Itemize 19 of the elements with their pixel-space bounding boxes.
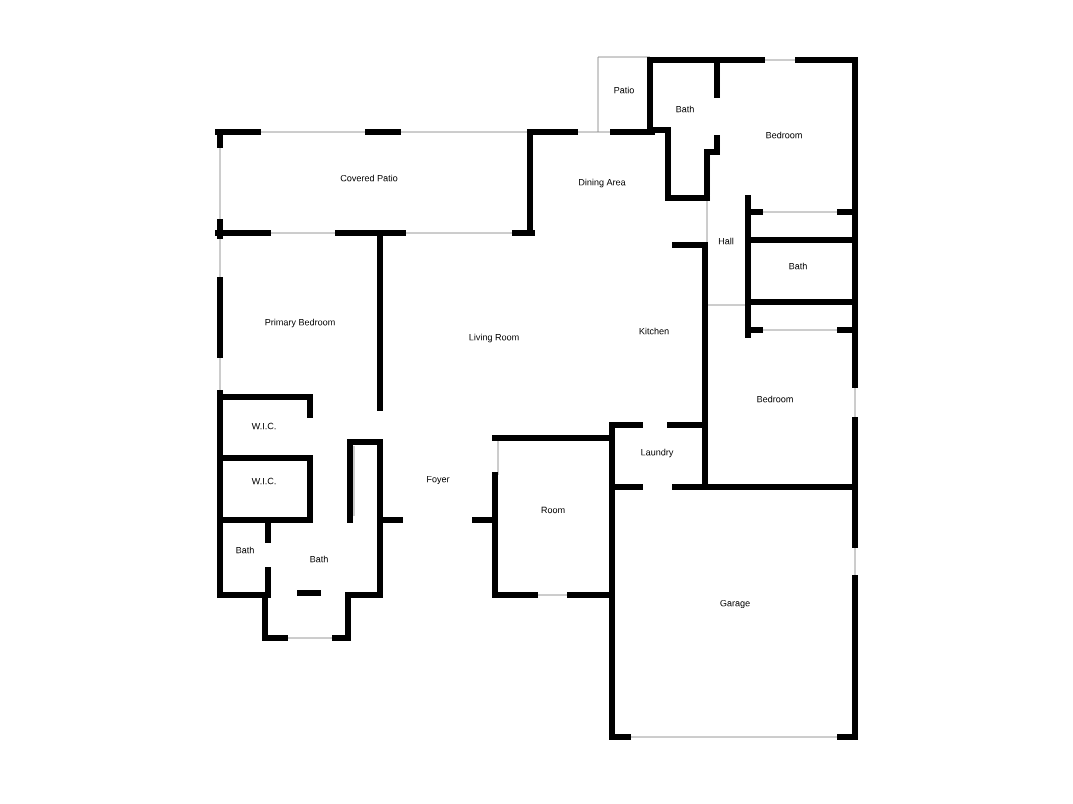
room-label: Dining Area — [579, 178, 626, 188]
room-label: Bedroom — [757, 395, 793, 403]
room-label: Hall — [718, 237, 734, 245]
room-label: Living Room — [469, 333, 519, 343]
room-label: Foyer — [427, 475, 450, 485]
room-label: Bath — [236, 546, 254, 554]
room-label: Garage — [720, 599, 750, 609]
room-label: Bath — [676, 105, 694, 113]
room-label: Primary Bedroom — [265, 318, 335, 328]
room-label: Bath — [310, 555, 328, 563]
room-label: W.I.C. — [251, 422, 276, 430]
room-label: Kitchen — [639, 327, 669, 335]
room-label: Patio — [614, 86, 634, 94]
room-label: Laundry — [641, 448, 674, 458]
room-label: W.I.C. — [251, 477, 276, 485]
room-label: Bath — [789, 262, 807, 270]
room-label: Room — [541, 506, 565, 514]
room-label: Covered Patio — [340, 174, 398, 182]
room-label: Bedroom — [766, 131, 802, 139]
